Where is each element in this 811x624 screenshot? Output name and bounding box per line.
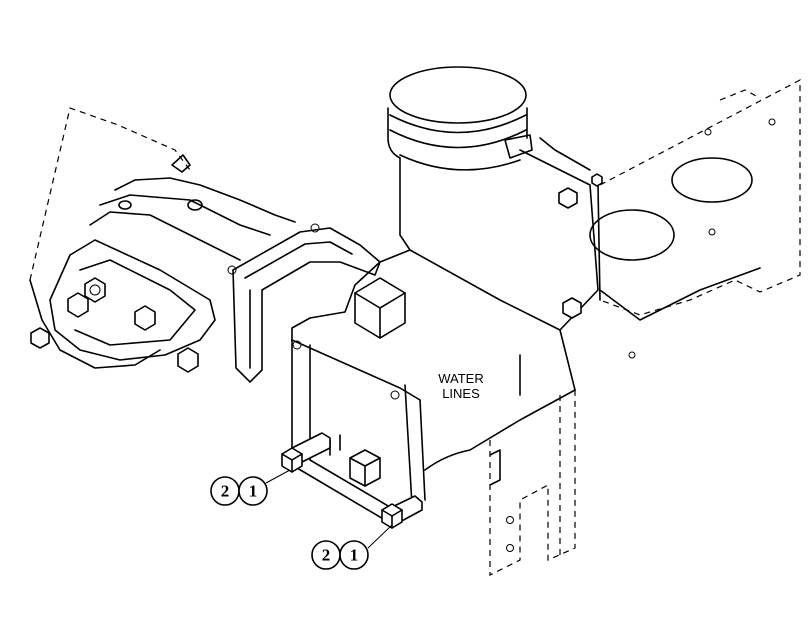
cap-screw-upper	[281, 432, 331, 473]
callout-qty-number: 1	[350, 546, 359, 565]
callout-item-number: 2	[221, 482, 230, 501]
frame-leg	[489, 390, 576, 576]
pump-housing	[29, 107, 296, 369]
water-lines-label-line1: WATER	[438, 371, 484, 386]
callout-lower: 2 1	[311, 524, 393, 570]
callout-qty-circle	[238, 476, 268, 506]
water-outlet-body	[291, 249, 576, 501]
leader-line	[265, 469, 291, 484]
callout-upper: 2 1	[210, 469, 291, 506]
engine-frame-plate	[589, 79, 801, 359]
leader-line	[367, 524, 393, 549]
pump-bolts	[30, 277, 199, 373]
water-lines-label-line2: LINES	[442, 386, 480, 401]
callout-qty-circle	[339, 540, 369, 570]
callout-item-number: 2	[322, 546, 331, 565]
gasket	[227, 223, 381, 383]
cap-screw-lower	[381, 495, 423, 529]
callout-qty-number: 1	[249, 482, 258, 501]
thermostat-housing	[387, 66, 603, 331]
